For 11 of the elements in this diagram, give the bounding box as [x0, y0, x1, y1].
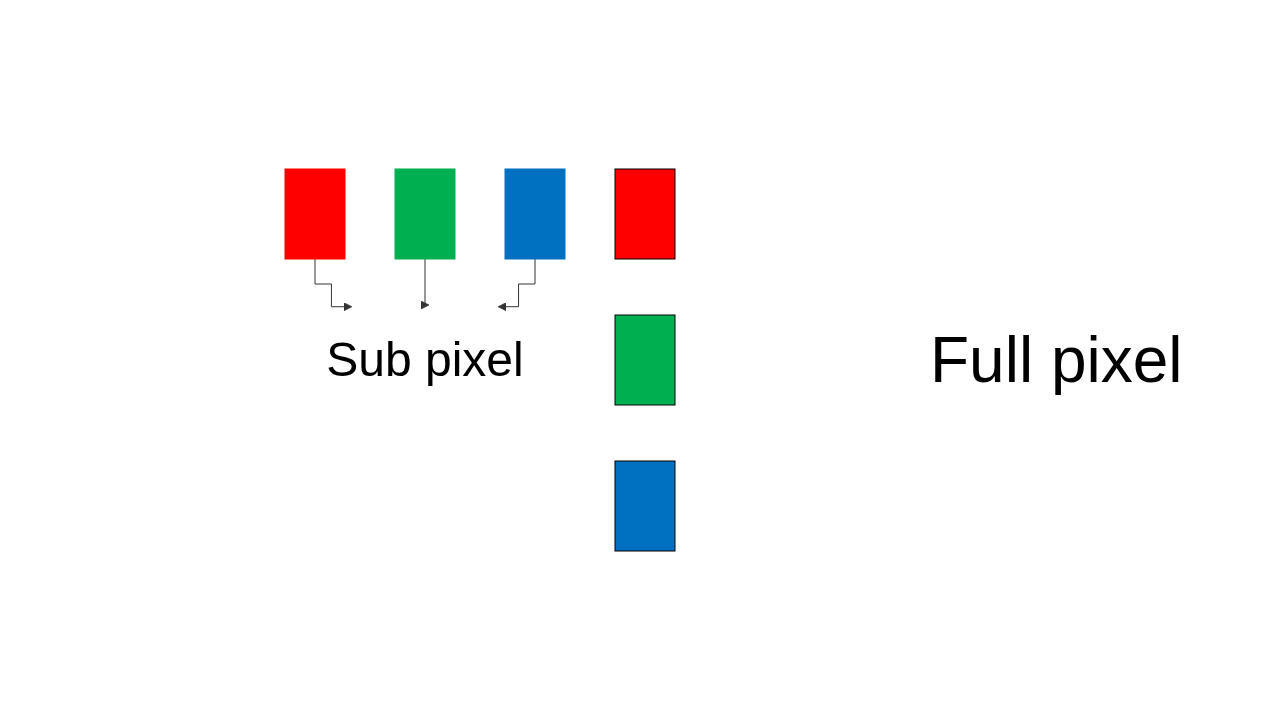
arrow	[420, 258, 430, 310]
node-box	[614, 460, 676, 552]
node-box	[614, 314, 676, 406]
arrow	[314, 258, 353, 312]
arrow	[497, 258, 536, 312]
node-text: Sub pixel	[326, 333, 524, 386]
node-box	[504, 168, 566, 260]
node-box	[394, 168, 456, 260]
node-box	[614, 168, 676, 260]
full-pixel-label: Full pixel	[930, 323, 1184, 397]
node-box	[284, 168, 346, 260]
